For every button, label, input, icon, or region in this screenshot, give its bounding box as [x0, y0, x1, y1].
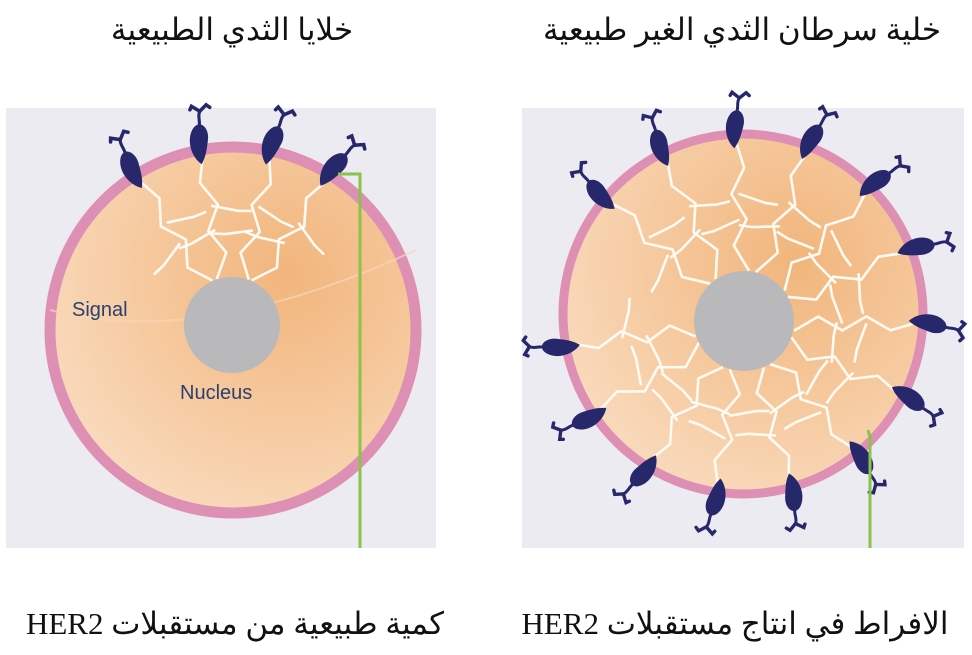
normal-amount-caption: كمية طبيعية من مستقبلات HER2	[0, 596, 470, 652]
signal-label: Signal	[72, 299, 128, 321]
normal-cell-panel: Signal Nucleus	[6, 103, 436, 548]
overproduction-caption: الافراط في انتاج مستقبلات HER2	[500, 596, 970, 652]
nucleus-label: Nucleus	[180, 382, 252, 404]
cancer-cell-panel	[522, 92, 965, 548]
cancer-nucleus	[694, 271, 794, 371]
normal-nucleus	[184, 277, 280, 373]
